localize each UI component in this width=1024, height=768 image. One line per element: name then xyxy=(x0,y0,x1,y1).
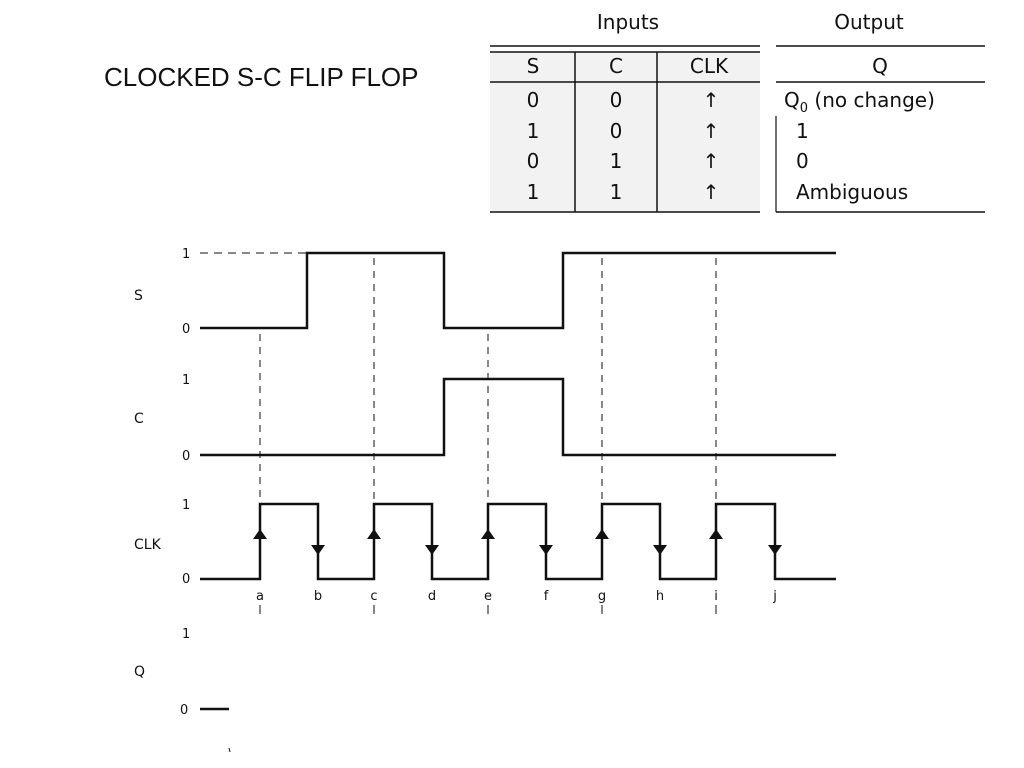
c-low-label: 0 xyxy=(182,449,190,464)
row-2-q: 1 xyxy=(796,119,809,143)
header-q: Q xyxy=(872,54,888,78)
row-1-s: 0 xyxy=(527,88,540,112)
edge-label-e: e xyxy=(484,589,492,604)
q-stray-mark xyxy=(228,747,231,753)
slide-title: CLOCKED S-C FLIP FLOP xyxy=(104,62,419,92)
edge-label-a: a xyxy=(256,589,264,604)
table-row: 1 0 ↑ 1 xyxy=(527,119,809,143)
s-low-label: 0 xyxy=(182,322,190,337)
edge-label-c: c xyxy=(370,589,377,604)
truth-table: Inputs Output S C CLK Q 0 0 ↑ Q0 (no cha… xyxy=(490,10,985,213)
row-2-clk: ↑ xyxy=(703,119,720,143)
clk-low-label: 0 xyxy=(182,572,190,587)
edge-label-d: d xyxy=(428,589,436,604)
edge-label-i: i xyxy=(714,589,718,604)
row-3-clk: ↑ xyxy=(703,149,720,173)
c-waveform xyxy=(200,377,836,457)
edge-label-b: b xyxy=(314,589,322,604)
row-4-clk: ↑ xyxy=(703,180,720,204)
row-2-c: 0 xyxy=(610,119,623,143)
q-low-label: 0 xyxy=(180,703,188,718)
inputs-shading xyxy=(490,52,760,212)
row-1-q: Q0 (no change) xyxy=(784,88,935,116)
table-row: 0 1 ↑ 0 xyxy=(527,149,809,173)
clk-waveform xyxy=(200,502,836,581)
row-3-s: 0 xyxy=(527,149,540,173)
row-4-c: 1 xyxy=(610,180,623,204)
row-2-s: 1 xyxy=(527,119,540,143)
header-clk: CLK xyxy=(690,54,729,78)
row-1-clk: ↑ xyxy=(703,88,720,112)
header-c: C xyxy=(609,54,623,78)
inputs-group-label: Inputs xyxy=(597,10,659,34)
signal-label-c: C xyxy=(134,411,144,427)
header-s: S xyxy=(527,54,540,78)
row-4-s: 1 xyxy=(527,180,540,204)
edge-label-h: h xyxy=(656,589,664,604)
c-high-label: 1 xyxy=(182,373,190,388)
row-3-c: 1 xyxy=(610,149,623,173)
clk-high-label: 1 xyxy=(182,498,190,513)
edge-label-f: f xyxy=(544,589,549,604)
edge-label-j: j xyxy=(772,589,777,604)
signal-label-q: Q xyxy=(134,664,145,680)
row-4-q: Ambiguous xyxy=(796,180,908,204)
table-row: 0 0 ↑ Q0 (no change) xyxy=(527,88,935,116)
q-high-label: 1 xyxy=(182,627,190,642)
row-1-c: 0 xyxy=(610,88,623,112)
edge-label-g: g xyxy=(598,589,606,604)
signal-label-s: S xyxy=(134,288,143,304)
table-row: 1 1 ↑ Ambiguous xyxy=(527,180,908,204)
signal-label-clk: CLK xyxy=(134,537,162,553)
s-waveform xyxy=(200,251,836,330)
row-3-q: 0 xyxy=(796,149,809,173)
output-group-label: Output xyxy=(834,10,904,34)
s-high-label: 1 xyxy=(182,247,190,262)
